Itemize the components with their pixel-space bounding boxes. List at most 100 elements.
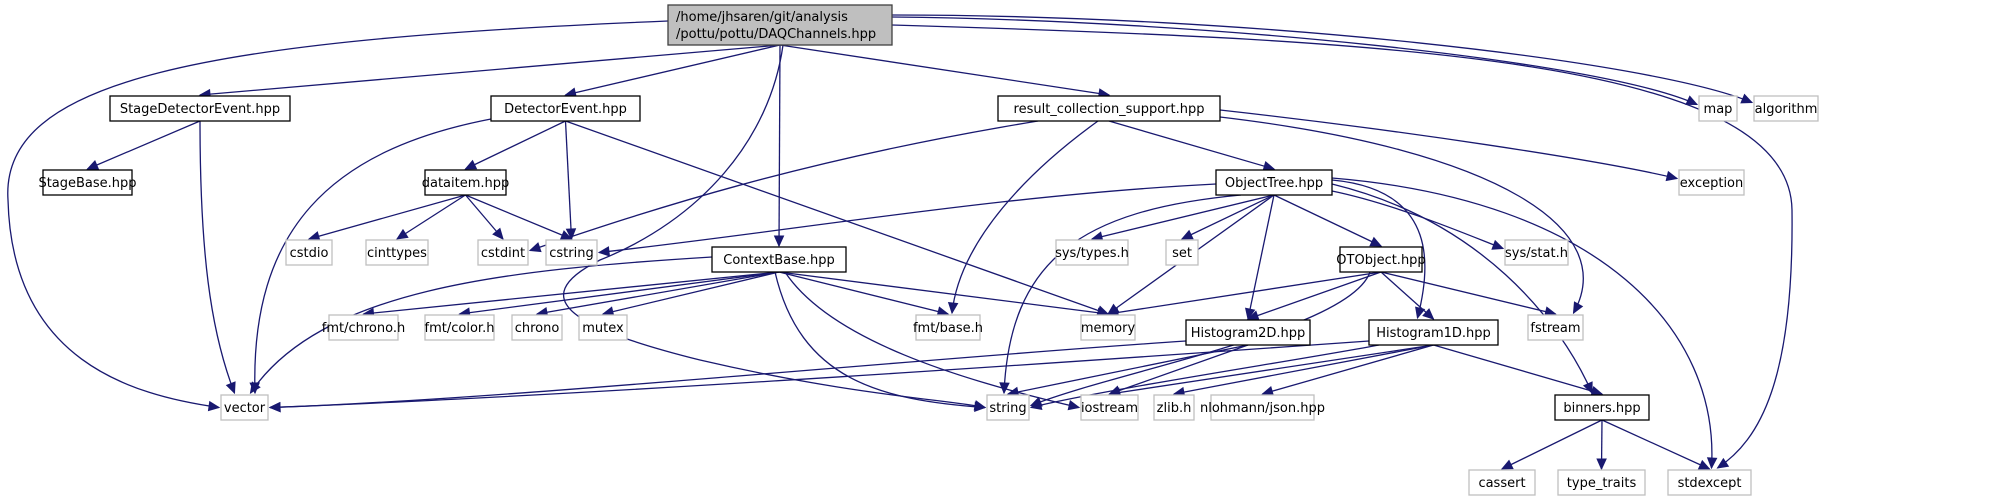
edge-line bbox=[1108, 120, 1275, 170]
node-dataitem[interactable]: dataitem.hpp bbox=[422, 169, 510, 196]
node-memory: memory bbox=[1080, 314, 1136, 341]
edge-OTObject-to-memory bbox=[1106, 271, 1382, 318]
edge-ObjectTree-to-OTObject bbox=[1273, 194, 1383, 247]
edge-line bbox=[1030, 344, 1380, 409]
node-box bbox=[1557, 469, 1646, 496]
arrowhead-icon bbox=[1740, 93, 1754, 104]
node-exception: exception bbox=[1678, 169, 1745, 196]
node-set: set bbox=[1165, 239, 1199, 266]
edge-line bbox=[459, 271, 780, 315]
node-box bbox=[477, 239, 529, 266]
arrowhead-icon bbox=[1262, 161, 1276, 172]
node-algorithm: algorithm bbox=[1753, 95, 1819, 122]
edge-line bbox=[564, 120, 573, 240]
node-ObjectTree[interactable]: ObjectTree.hpp bbox=[1215, 169, 1333, 196]
edge-line bbox=[1331, 179, 1426, 319]
node-StageDetectorEvent[interactable]: StageDetectorEvent.hpp bbox=[109, 95, 291, 122]
edge-Histogram1D-to-binners bbox=[1433, 344, 1604, 397]
node-box bbox=[1339, 246, 1423, 273]
node-box bbox=[1165, 239, 1199, 266]
node-ContextBase[interactable]: ContextBase.hpp bbox=[711, 246, 847, 273]
edge-dataitem-to-cstring bbox=[465, 194, 573, 240]
node-box bbox=[220, 394, 269, 421]
edge-line bbox=[1109, 344, 1434, 395]
node-iostream: iostream bbox=[1080, 394, 1139, 421]
node-StageBase[interactable]: StageBase.hpp bbox=[38, 169, 137, 196]
edge-line bbox=[269, 340, 1370, 409]
edge-line bbox=[1380, 271, 1434, 320]
node-box bbox=[1554, 394, 1650, 421]
node-box bbox=[109, 95, 291, 122]
node-box bbox=[424, 314, 495, 341]
node-label: OTObject.hpp bbox=[1336, 253, 1425, 268]
node-box bbox=[511, 314, 563, 341]
node-label: iostream bbox=[1081, 401, 1138, 416]
edge-line bbox=[1331, 177, 1713, 469]
node-label: result_collection_support.hpp bbox=[1014, 102, 1205, 117]
arrowhead-icon bbox=[1180, 229, 1194, 240]
arrowhead-icon bbox=[947, 301, 959, 315]
edge-ObjectTree-to-Histogram1D bbox=[1331, 179, 1426, 320]
edge-root-to-map bbox=[891, 16, 1699, 106]
edge-Histogram1D-to-vector bbox=[268, 340, 1370, 413]
arrowhead-icon bbox=[1706, 457, 1718, 470]
edge-result-to-fmtbase bbox=[947, 120, 1099, 315]
edge-root-to-algorithm bbox=[891, 14, 1754, 104]
node-root[interactable]: /home/jhsaren/git/analysis/pottu/pottu/D… bbox=[667, 4, 893, 46]
node-box bbox=[1468, 469, 1536, 496]
edge-line bbox=[308, 194, 466, 240]
node-DetectorEvent[interactable]: DetectorEvent.hpp bbox=[490, 95, 641, 122]
arrowhead-icon bbox=[86, 160, 100, 170]
node-fmtcolor: fmt/color.h bbox=[424, 314, 495, 341]
node-cassert: cassert bbox=[1468, 469, 1536, 496]
edge-ContextBase-to-fmtbase bbox=[778, 271, 950, 317]
arrowhead-icon bbox=[1716, 457, 1730, 469]
edge-line bbox=[1107, 271, 1382, 315]
edge-OTObject-to-Histogram2D bbox=[1246, 271, 1382, 321]
node-box bbox=[285, 239, 333, 266]
edge-line bbox=[1273, 194, 1382, 247]
arrowhead-icon bbox=[1697, 459, 1711, 470]
edge-ContextBase-to-string bbox=[774, 271, 987, 413]
node-label: map bbox=[1704, 102, 1733, 117]
edge-line bbox=[602, 271, 780, 315]
edge-line bbox=[779, 44, 1110, 96]
arrowhead-icon bbox=[974, 401, 987, 413]
node-fstream: fstream bbox=[1527, 314, 1584, 341]
edge-ObjectTree-to-sysstat bbox=[1331, 190, 1505, 250]
node-label: exception bbox=[1680, 176, 1744, 191]
node-cinttypes: cinttypes bbox=[365, 239, 429, 266]
node-label: nlohmann/json.hpp bbox=[1200, 401, 1325, 416]
edge-DetectorEvent-to-cstring bbox=[564, 120, 577, 241]
edge-OTObject-to-Histogram1D bbox=[1380, 271, 1435, 320]
node-box bbox=[667, 4, 893, 46]
edge-Histogram1D-to-string bbox=[1029, 344, 1380, 411]
edge-line bbox=[1433, 344, 1603, 395]
edge-line bbox=[565, 44, 781, 96]
node-label: /pottu/pottu/DAQChannels.hpp bbox=[676, 27, 876, 42]
edge-dataitem-to-cinttypes bbox=[395, 194, 466, 240]
edge-ContextBase-to-iostream bbox=[784, 271, 1081, 411]
node-Histogram1D[interactable]: Histogram1D.hpp bbox=[1368, 319, 1499, 346]
node-binners[interactable]: binners.hpp bbox=[1554, 394, 1650, 421]
edge-line bbox=[269, 340, 1187, 409]
node-result[interactable]: result_collection_support.hpp bbox=[997, 95, 1221, 122]
node-OTObject[interactable]: OTObject.hpp bbox=[1336, 246, 1426, 273]
arrowhead-icon bbox=[1261, 386, 1275, 397]
node-label: dataitem.hpp bbox=[422, 176, 510, 191]
node-label: StageDetectorEvent.hpp bbox=[120, 102, 280, 117]
node-label: Histogram1D.hpp bbox=[1376, 326, 1491, 341]
edge-line bbox=[1601, 419, 1710, 470]
edge-ObjectTree-to-systypes bbox=[1090, 194, 1275, 242]
node-Histogram2D[interactable]: Histogram2D.hpp bbox=[1185, 319, 1311, 346]
node-label: mutex bbox=[582, 321, 624, 336]
edge-root-to-stdexcept bbox=[891, 24, 1793, 469]
node-box bbox=[328, 314, 399, 341]
edge-line bbox=[1219, 109, 1678, 180]
edge-line bbox=[1030, 271, 1371, 407]
edge-root-to-StageDetectorEvent bbox=[198, 44, 781, 100]
nodes-layer: /home/jhsaren/git/analysis/pottu/pottu/D… bbox=[38, 4, 1819, 496]
arrowhead-icon bbox=[597, 246, 611, 257]
node-box bbox=[578, 314, 628, 341]
edge-line bbox=[363, 271, 780, 315]
